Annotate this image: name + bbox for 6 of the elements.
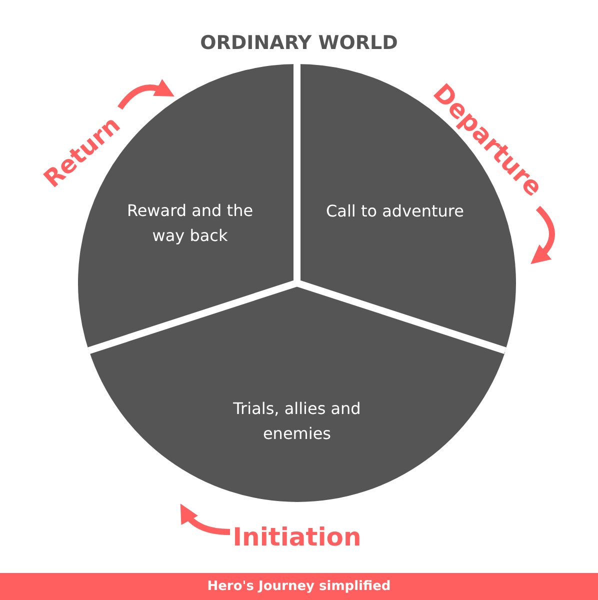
sector-label: Call to adventure: [325, 200, 465, 223]
title: ORDINARY WORLD: [199, 32, 399, 54]
footer-bar: Hero's Journey simplified: [0, 573, 598, 600]
sector-label: Trials, allies and enemies: [232, 398, 362, 445]
sector-label: Reward and the way back: [126, 200, 254, 247]
stage-label: Initiation: [232, 522, 362, 552]
